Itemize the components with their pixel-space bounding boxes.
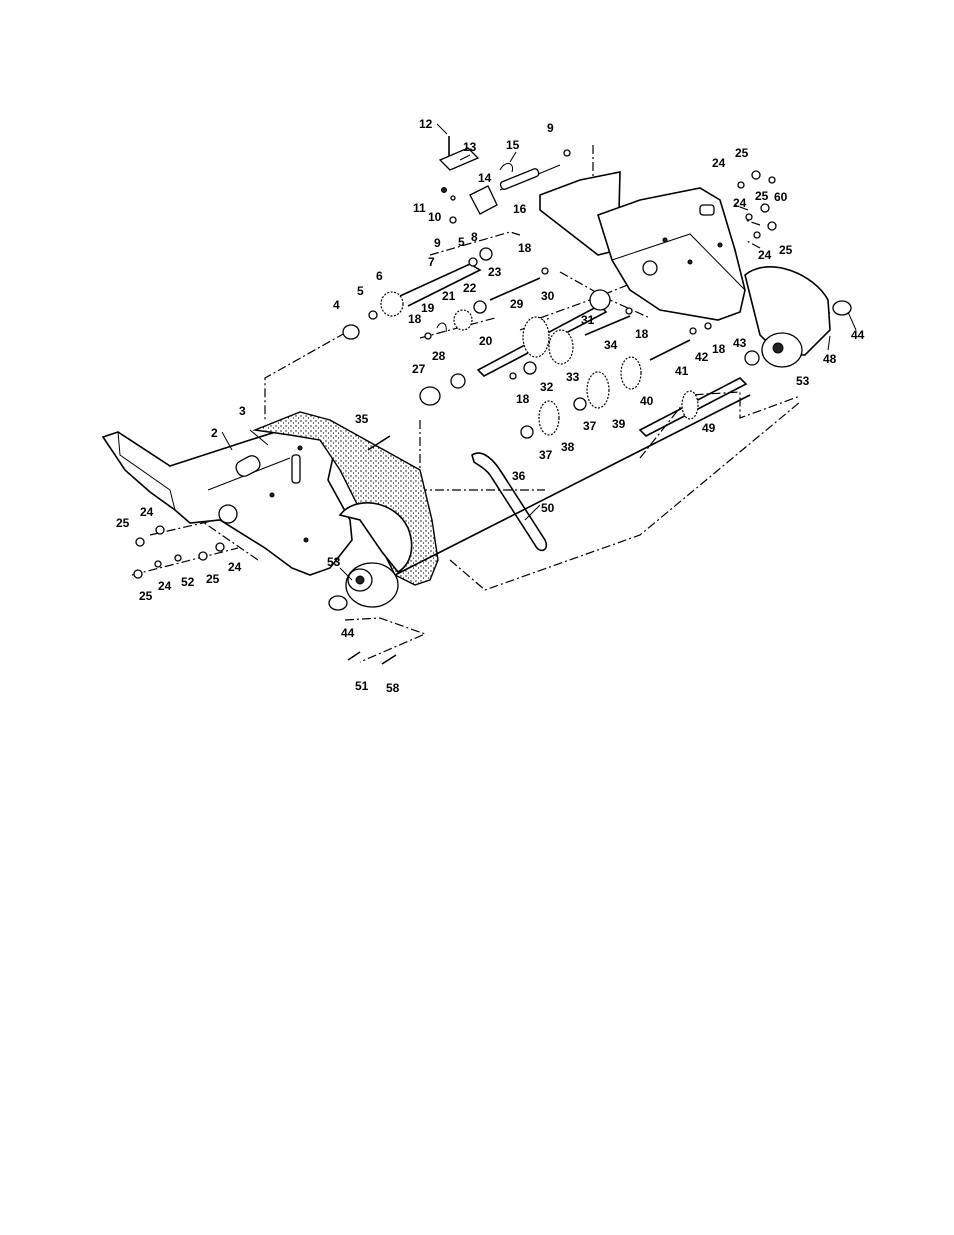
intermediate-shaft-assembly [478, 290, 632, 376]
label-23: 23 [488, 265, 502, 279]
label-37: 37 [583, 419, 597, 433]
label-25: 25 [735, 146, 749, 160]
label-25: 25 [779, 243, 793, 257]
label-34: 34 [604, 338, 618, 352]
label-4: 4 [333, 298, 340, 312]
label-28: 28 [432, 349, 446, 363]
label-11: 11 [413, 201, 426, 215]
label-9: 9 [434, 236, 441, 250]
label-25: 25 [755, 189, 769, 203]
label-5: 5 [357, 284, 364, 298]
label-5: 5 [458, 235, 465, 249]
label-32: 32 [540, 380, 554, 394]
label-14: 14 [478, 171, 492, 185]
left-side-plate [103, 420, 352, 575]
label-25: 25 [116, 516, 130, 530]
label-58: 58 [386, 681, 400, 695]
label-7: 7 [428, 255, 435, 269]
label-18: 18 [712, 342, 726, 356]
label-52: 52 [181, 575, 195, 589]
label-2: 2 [211, 426, 218, 440]
bushing-44-left [329, 596, 347, 610]
label-35: 35 [355, 412, 369, 426]
label-51: 51 [355, 679, 369, 693]
label-22: 22 [463, 281, 477, 295]
label-39: 39 [612, 417, 626, 431]
label-36: 36 [512, 469, 526, 483]
label-53: 53 [327, 555, 341, 569]
right-pulley [745, 267, 830, 367]
label-15: 15 [506, 138, 520, 152]
left-hardware [134, 526, 224, 578]
label-12: 12 [419, 117, 433, 131]
label-43: 43 [733, 336, 747, 350]
label-24: 24 [758, 248, 772, 262]
label-16: 16 [513, 202, 527, 216]
label-24: 24 [733, 196, 747, 210]
label-24: 24 [158, 579, 172, 593]
label-6: 6 [376, 269, 383, 283]
label-44: 44 [341, 626, 355, 640]
label-27: 27 [412, 362, 426, 376]
label-10: 10 [428, 210, 442, 224]
label-3: 3 [239, 404, 246, 418]
label-8: 8 [471, 230, 478, 244]
label-18: 18 [635, 327, 649, 341]
label-29: 29 [510, 297, 524, 311]
label-19: 19 [421, 301, 435, 315]
drive-belt [472, 453, 546, 550]
label-25: 25 [139, 589, 153, 603]
label-33: 33 [566, 370, 580, 384]
lower-link-rod [395, 395, 750, 575]
label-41: 41 [675, 364, 689, 378]
label-38: 38 [561, 440, 575, 454]
left-pulley [346, 563, 398, 607]
label-37: 37 [539, 448, 553, 462]
label-24: 24 [228, 560, 242, 574]
label-40: 40 [640, 394, 654, 408]
label-49: 49 [702, 421, 716, 435]
label-18: 18 [408, 312, 422, 326]
label-53: 53 [796, 374, 810, 388]
label-31: 31 [581, 313, 595, 327]
right-side-plate [540, 172, 745, 320]
bottom-bolts [348, 652, 396, 664]
label-44: 44 [851, 328, 865, 342]
label-30: 30 [541, 289, 555, 303]
label-21: 21 [442, 289, 456, 303]
label-13: 13 [463, 140, 477, 154]
label-48: 48 [823, 352, 837, 366]
label-9: 9 [547, 121, 554, 135]
label-60: 60 [774, 190, 788, 204]
label-20: 20 [479, 334, 493, 348]
label-42: 42 [695, 350, 709, 364]
label-24: 24 [140, 505, 154, 519]
label-25: 25 [206, 572, 220, 586]
label-18: 18 [518, 241, 532, 255]
label-18: 18 [516, 392, 530, 406]
label-24: 24 [712, 156, 726, 170]
label-50: 50 [541, 501, 555, 515]
